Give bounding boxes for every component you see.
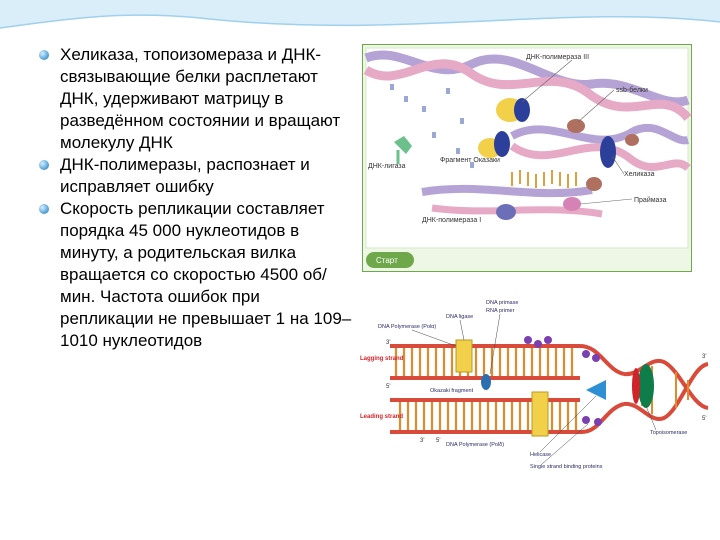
bullet-icon (39, 50, 49, 60)
label-helicase: Хеликаза (624, 171, 655, 178)
label-helicase: Helicase (530, 452, 551, 458)
label-ssb: ssb-белки (616, 86, 648, 94)
label-dna-pol-alpha: DNA Polymerase (Polα) (378, 324, 436, 330)
bullet-list: Хеликаза, топоизомераза и ДНК-связывающи… (36, 44, 354, 352)
label-okazaki: Фрагмент Оказаки (440, 157, 500, 164)
start-button-label: Старт (376, 256, 398, 265)
replication-fork-figure-ru: ДНК-полимераза III ssb-белки ДНК-лигаза … (362, 44, 692, 272)
label-dna-pol3: ДНК-полимераза III (526, 54, 589, 61)
label-rna-primer: RNA primer (486, 308, 515, 314)
bullet-text: Хеликаза, топоизомераза и ДНК-связывающи… (60, 45, 341, 152)
label-ligase: ДНК-лигаза (368, 163, 406, 170)
label-3prime-top: 3' (386, 340, 390, 346)
label-okazaki-fragment: Okazaki fragment (430, 388, 474, 394)
bullet-item: Скорость репликации составляет порядка 4… (36, 198, 354, 352)
label-dna-ligase: DNA ligase (446, 314, 473, 320)
label-leading-strand: Leading strand (360, 414, 403, 420)
label-dna-pol-delta: DNA Polymerase (Polδ) (446, 442, 504, 448)
label-dna-pol1: ДНК-полимераза I (422, 217, 481, 224)
label-5prime-low: 5' (436, 438, 440, 444)
label-ssb-proteins: Single strand binding proteins (530, 464, 603, 470)
top-wave-decoration (0, 0, 720, 29)
label-lagging-strand: Lagging strand (360, 356, 404, 362)
label-5prime-right: 5' (702, 416, 706, 422)
replication-fork-figure-en: DNA primase RNA primer DNA ligase DNA Po… (360, 296, 716, 480)
label-5prime-mid: 5' (386, 384, 390, 390)
label-3prime-right: 3' (702, 354, 706, 360)
label-dna-primase: DNA primase (486, 300, 518, 306)
label-primase: Праймаза (634, 196, 667, 204)
label-topoisomerase: Topoisomerase (650, 430, 687, 436)
bullet-icon (39, 204, 49, 214)
bullet-item: ДНК-полимеразы, распознает и исправляет … (36, 154, 354, 198)
bullet-item: Хеликаза, топоизомераза и ДНК-связывающи… (36, 44, 354, 154)
bullet-text: Скорость репликации составляет порядка 4… (60, 199, 352, 350)
bullet-text: ДНК-полимеразы, распознает и исправляет … (60, 155, 310, 196)
bullet-icon (39, 160, 49, 170)
label-3prime-low: 3' (420, 438, 424, 444)
